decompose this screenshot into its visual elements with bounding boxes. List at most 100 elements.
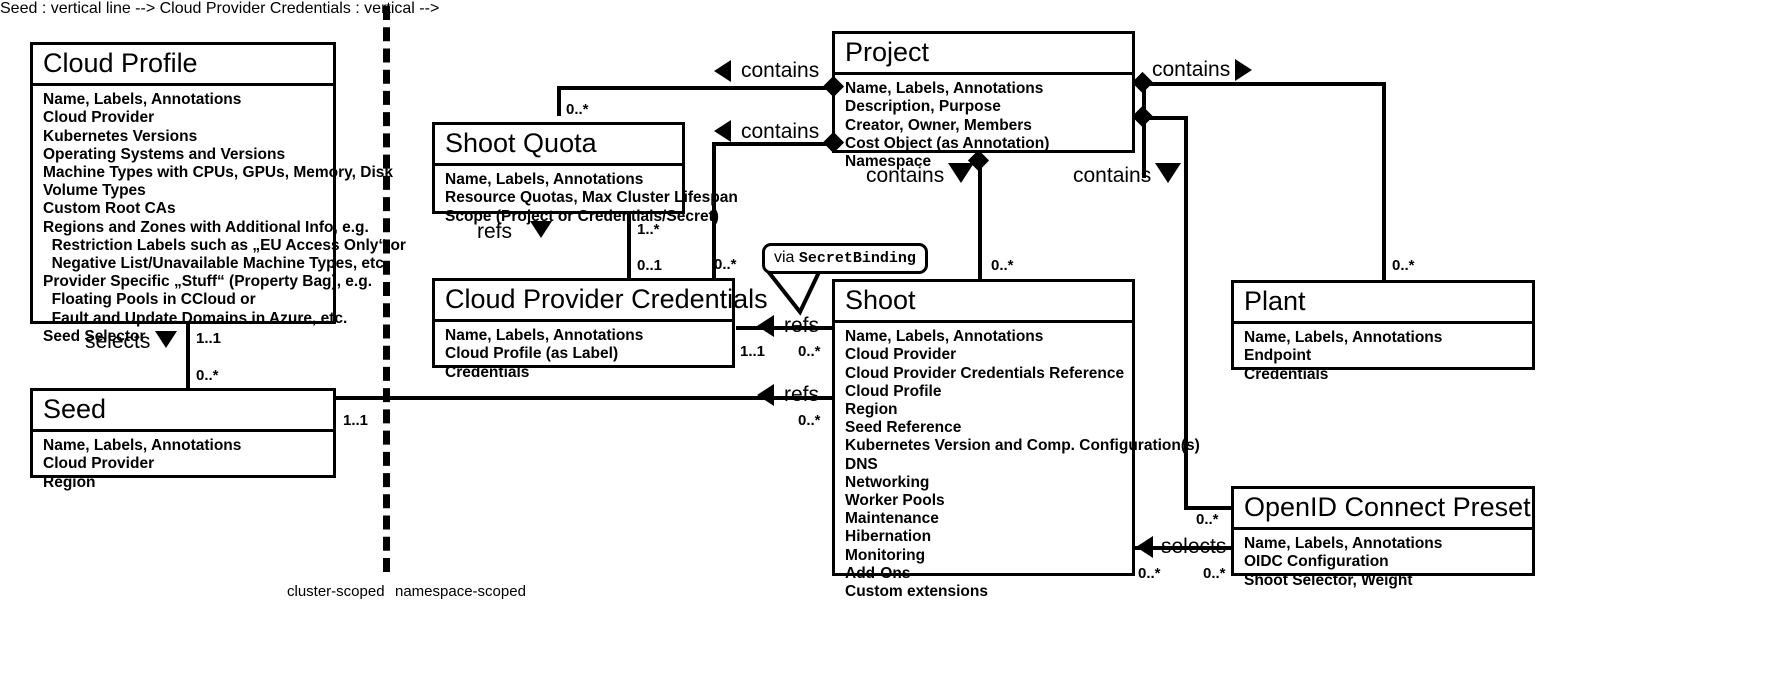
- class-box-plant[interactable]: Plant Name, Labels, Annotations Endpoint…: [1231, 280, 1535, 383]
- mult-project-oidc: 0..*: [1196, 511, 1219, 528]
- connector-project-oidc-h1: [1142, 116, 1188, 120]
- attribute: Hibernation: [845, 528, 932, 546]
- connector-oidc-shoot: [1133, 546, 1233, 550]
- attribute: Cloud Profile (as Label): [445, 345, 619, 363]
- scope-divider: [383, 6, 390, 572]
- connector-project-plant-h: [1142, 82, 1386, 86]
- attribute: Seed Selector: [43, 327, 146, 345]
- connector-project-oidc-v: [1184, 116, 1188, 510]
- attribute: Operating Systems and Versions: [43, 145, 286, 163]
- note-tail-icon: [765, 268, 822, 316]
- composition-diamond-oidc: [1131, 105, 1154, 128]
- attribute: Restriction Labels such as „EU Access On…: [43, 236, 406, 254]
- mult-cloudprofile-selects-source: 1..1: [196, 330, 222, 347]
- connector-shootquota-credentials: [627, 212, 631, 278]
- note-prefix: via: [774, 249, 799, 266]
- attribute: Negative List/Unavailable Machine Types,…: [43, 255, 389, 273]
- attribute: OIDC Configuration: [1244, 553, 1389, 571]
- connector-shoot-seed: [334, 396, 834, 400]
- attribute: Cloud Provider: [845, 346, 957, 364]
- contains-arrow-plant-icon: [1235, 59, 1252, 81]
- class-box-seed[interactable]: Seed Name, Labels, Annotations Cloud Pro…: [30, 388, 336, 491]
- class-box-cloud-profile[interactable]: Cloud Profile Name, Labels, Annotations …: [30, 42, 406, 345]
- attribute: Custom Root CAs: [43, 200, 176, 218]
- attribute: Name, Labels, Annotations: [445, 327, 644, 345]
- attribute: Resource Quotas, Max Cluster Lifespan: [445, 189, 738, 207]
- mult-shoot-credentials-source: 1..1: [740, 343, 766, 360]
- attribute: Region: [845, 401, 898, 419]
- class-box-cloud-provider-credentials[interactable]: Cloud Provider Credentials Name, Labels,…: [432, 278, 768, 381]
- contains-arrow-shootquota-icon: [714, 60, 731, 82]
- relation-label-contains-oidc: contains: [1073, 164, 1152, 187]
- attribute: Cost Object (as Annotation): [845, 134, 1050, 152]
- attribute: Custom extensions: [845, 583, 988, 601]
- class-box-shoot-quota[interactable]: Shoot Quota Name, Labels, Annotations Re…: [432, 122, 738, 225]
- class-title-cloud-provider-credentials: Cloud Provider Credentials: [435, 281, 768, 323]
- attribute: Kubernetes Versions: [43, 127, 198, 145]
- attribute: Creator, Owner, Members: [845, 116, 1032, 134]
- mult-cloudprofile-selects-target: 0..*: [196, 367, 219, 384]
- class-title-seed: Seed: [33, 391, 333, 433]
- attribute: DNS: [845, 455, 878, 473]
- relation-label-contains-shootquota: contains: [741, 59, 820, 82]
- selects-seed-arrow-icon: [155, 331, 177, 348]
- class-attributes-cloud-profile: Name, Labels, Annotations Cloud Provider…: [33, 86, 406, 352]
- scope-label-cluster: cluster-scoped: [287, 583, 385, 600]
- mult-shoot-credentials-target: 0..*: [798, 343, 821, 360]
- refs-shoot-credentials-arrow-icon: [757, 315, 774, 337]
- attribute: Add-Ons: [845, 564, 911, 582]
- attribute: Namespace: [845, 153, 932, 171]
- mult-shootquota-refs-target: 0..1: [637, 257, 663, 274]
- composition-diamond-plant: [1131, 71, 1154, 94]
- note-secret-binding: via SecretBinding: [762, 243, 928, 274]
- attribute: Monitoring: [845, 546, 926, 564]
- connector-shoot-credentials: [736, 326, 834, 330]
- mult-project-shoot: 0..*: [991, 257, 1014, 274]
- attribute: Cloud Provider: [43, 109, 155, 127]
- attribute: Shoot Selector, Weight: [1244, 571, 1413, 589]
- class-attributes-openid-connect-preset: Name, Labels, Annotations OIDC Configura…: [1234, 530, 1532, 596]
- class-attributes-seed: Name, Labels, Annotations Cloud Provider…: [33, 432, 333, 498]
- attribute: Regions and Zones with Additional Info, …: [43, 218, 369, 236]
- class-box-project[interactable]: Project Name, Labels, Annotations Descri…: [832, 31, 1135, 170]
- attribute: Name, Labels, Annotations: [845, 328, 1044, 346]
- relation-label-contains-credentials: contains: [741, 120, 820, 143]
- mult-shoot-seed-source: 1..1: [343, 412, 369, 429]
- attribute: Name, Labels, Annotations: [1244, 535, 1443, 553]
- relation-label-contains-shoot: contains: [866, 164, 945, 187]
- class-title-shoot: Shoot: [835, 282, 1132, 324]
- contains-arrow-oidc-icon: [1155, 163, 1181, 183]
- class-title-openid-connect-preset: OpenID Connect Preset: [1234, 489, 1532, 531]
- contains-arrow-credentials-icon: [714, 120, 731, 142]
- connector-project-oidc-h2: [1184, 506, 1234, 510]
- attribute: Kubernetes Version and Comp. Configurati…: [845, 437, 1200, 455]
- attribute: Credentials: [1244, 365, 1329, 383]
- class-box-shoot[interactable]: Shoot Name, Labels, Annotations Cloud Pr…: [832, 279, 1200, 600]
- connector-project-plant-v1: [1142, 82, 1146, 178]
- attribute: Volume Types: [43, 182, 146, 200]
- refs-shoot-seed-arrow-icon: [757, 384, 774, 406]
- class-attributes-shoot: Name, Labels, Annotations Cloud Provider…: [835, 323, 1200, 607]
- attribute: Seed Reference: [845, 419, 962, 437]
- attribute: Description, Purpose: [845, 98, 1001, 116]
- attribute: Networking: [845, 473, 930, 491]
- relation-label-contains-plant: contains: [1152, 58, 1231, 81]
- attribute: Name, Labels, Annotations: [845, 80, 1044, 98]
- class-title-cloud-profile: Cloud Profile: [33, 45, 333, 87]
- relation-label-refs-shoot-credentials: refs: [784, 314, 820, 337]
- scope-label-namespace: namespace-scoped: [395, 583, 526, 600]
- relation-label-refs-shoot-seed: refs: [784, 383, 820, 406]
- class-box-openid-connect-preset[interactable]: OpenID Connect Preset Name, Labels, Anno…: [1231, 486, 1535, 589]
- attribute: Region: [43, 473, 96, 491]
- note-mono-text: SecretBinding: [798, 250, 916, 267]
- connector-project-shootquota-v: [557, 86, 561, 116]
- relation-label-refs-credentials: refs: [477, 220, 513, 243]
- connector-project-credentials-v: [712, 142, 716, 280]
- connector-project-credentials-h: [712, 142, 839, 146]
- attribute: Endpoint: [1244, 347, 1312, 365]
- attribute: Machine Types with CPUs, GPUs, Memory, D…: [43, 164, 393, 182]
- class-attributes-project: Name, Labels, Annotations Description, P…: [835, 75, 1132, 177]
- mult-project-plant: 0..*: [1392, 257, 1415, 274]
- class-title-project: Project: [835, 34, 1132, 76]
